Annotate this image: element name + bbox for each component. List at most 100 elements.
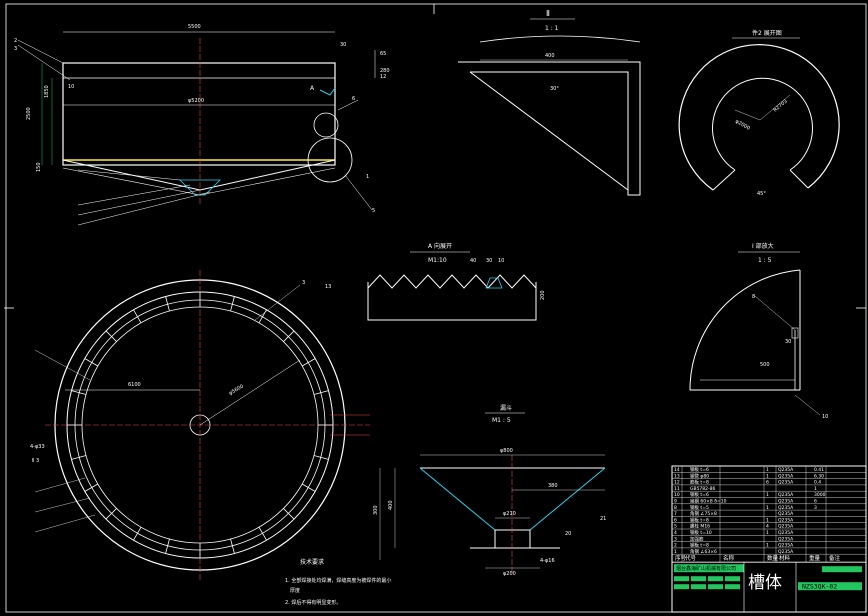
bom-cell: 钢板 t=10 (690, 529, 712, 536)
bom-header-cell: 重量 (809, 554, 821, 562)
weir-detail (485, 277, 503, 289)
bom-cell: 1 (766, 467, 769, 473)
drawing-number: NZS3QK-02 (802, 583, 837, 591)
bom-cell: 14 (674, 467, 680, 473)
bom-cell: 4 (766, 524, 769, 530)
bom-cell: 加强筋 (690, 535, 704, 542)
dim-left-mid-text: 1850 (44, 85, 50, 98)
leader-1 (17, 39, 64, 64)
detail-I-leader-8 (754, 295, 796, 331)
bracket-diagonal (469, 71, 629, 191)
bom-cell: 13 (674, 473, 680, 479)
funnel-outlet (494, 529, 531, 549)
bom-cell: 1 (766, 530, 769, 536)
dim-top-30: 30 (340, 42, 346, 48)
bom-cell: Q235A (778, 467, 794, 473)
weir-plate (367, 282, 537, 321)
plan-rib (165, 296, 170, 312)
weir-teeth (367, 274, 537, 289)
plan-callout-3: 3 (302, 280, 305, 286)
funnel-title: 漏斗 (500, 404, 512, 412)
bom-cell: 1 (674, 549, 677, 555)
title-cell (691, 576, 706, 582)
part2-r-line (759, 94, 791, 121)
bom-side-val: 6.30 (814, 473, 824, 479)
plan-rib (313, 455, 329, 460)
part2-angle: 45° (757, 191, 766, 197)
bom-cell: Q235A (778, 549, 794, 555)
dim-left-small-text: 10 (68, 84, 74, 90)
bom-cell: 钢板 t=8 (690, 542, 709, 549)
funnel-right (529, 467, 606, 531)
detail-I-leader-10 (794, 394, 821, 416)
detail-I-label-10: 10 (822, 414, 828, 420)
bom-cell: 2 (674, 543, 677, 549)
leader-2 (17, 44, 71, 81)
front-view: A 5500 30 φ5200 2500 1850 10 150 65 280 … (14, 24, 390, 226)
bom-cell: 钢板 t=5 (690, 504, 709, 511)
bom-cell: 钢板 t=8 (690, 516, 709, 523)
plan-rib (133, 309, 142, 324)
funnel-half: 380 (548, 483, 558, 489)
title-cell (708, 576, 723, 582)
bom-cell: 4 (674, 530, 677, 536)
detail-A-title: A 向展开 (428, 242, 452, 250)
company-name: 烟台鑫海矿山机械有限公司 (676, 565, 736, 572)
detail-I-label-8: 8 (752, 294, 755, 300)
plan-r-outer: φ5600 (228, 384, 245, 397)
detail-A-d2: 30 (486, 258, 492, 264)
bom-cell: 钢板 t=6 (690, 491, 709, 498)
bom-cell: 钢管 φ80 (690, 472, 709, 479)
part2-r-inner: φ2000 (734, 119, 751, 132)
bom-cell: 5 (674, 524, 677, 530)
part2-outer-arc (678, 44, 840, 191)
bom-cell: 1 (766, 543, 769, 549)
title-cell (674, 576, 689, 582)
detail-I-weld (791, 327, 799, 339)
plan-rib (283, 508, 295, 520)
bom-cell: GB5782-86 (690, 486, 716, 492)
dim-right-mid-text: 280 (380, 68, 390, 74)
bom-cell: Q235A (778, 511, 794, 517)
plan-ribs (67, 292, 333, 558)
tech-title: 技术要求 (300, 558, 324, 566)
bom-cell: 9 (674, 499, 677, 505)
bom-cell: 6 (674, 517, 677, 523)
funnel-holes: 4-φ16 (540, 558, 555, 564)
tank-body (62, 62, 336, 166)
bom-cell: Q235A (778, 480, 794, 486)
detail-II-dim-text: 400 (545, 53, 555, 59)
plan-view: 6100 φ5600 4-φ33 Ⅱ 3 3 13 (30, 270, 370, 580)
part2-title: 件2 展开图 (752, 29, 782, 37)
tech-requirements: 技术要求 1. 全部焊接处均焊满，焊缝高度为被焊件的最小 厚度 2. 焊后不得有… (285, 558, 391, 606)
tech-line-2: 2. 焊后不得有明显变形。 (285, 599, 341, 606)
plan-rib (313, 390, 329, 395)
part2-cut-left (712, 169, 736, 191)
funnel-scale: M1 : 5 (492, 417, 511, 424)
bom-header-cell: 材料 (779, 554, 791, 562)
callout-5: 5 (372, 208, 375, 214)
funnel-n21: 21 (600, 516, 606, 522)
title-cell (725, 584, 740, 590)
scale-cell (822, 566, 862, 573)
title-block (671, 561, 867, 613)
plan-radius-line (199, 359, 301, 426)
plan-scale: Ⅱ 3 (32, 458, 39, 464)
bracket (458, 61, 641, 196)
plan-rib (301, 483, 316, 492)
bom-cell: 1 (766, 473, 769, 479)
detail-circle-II (313, 112, 339, 138)
plan-rib (71, 455, 87, 460)
leader-8 (344, 174, 373, 211)
company-bg (674, 564, 744, 573)
detail-II-title: Ⅱ (546, 9, 550, 18)
plan-rib (165, 538, 170, 554)
bom-cell: 7 (674, 511, 677, 517)
callout-2: 2 (14, 38, 17, 44)
detail-A-d3: 10 (498, 258, 504, 264)
dim-left-bottom-text: 150 (36, 162, 42, 172)
bom-side-val: 3 (814, 505, 817, 511)
funnel-top-d: φ800 (500, 448, 513, 454)
